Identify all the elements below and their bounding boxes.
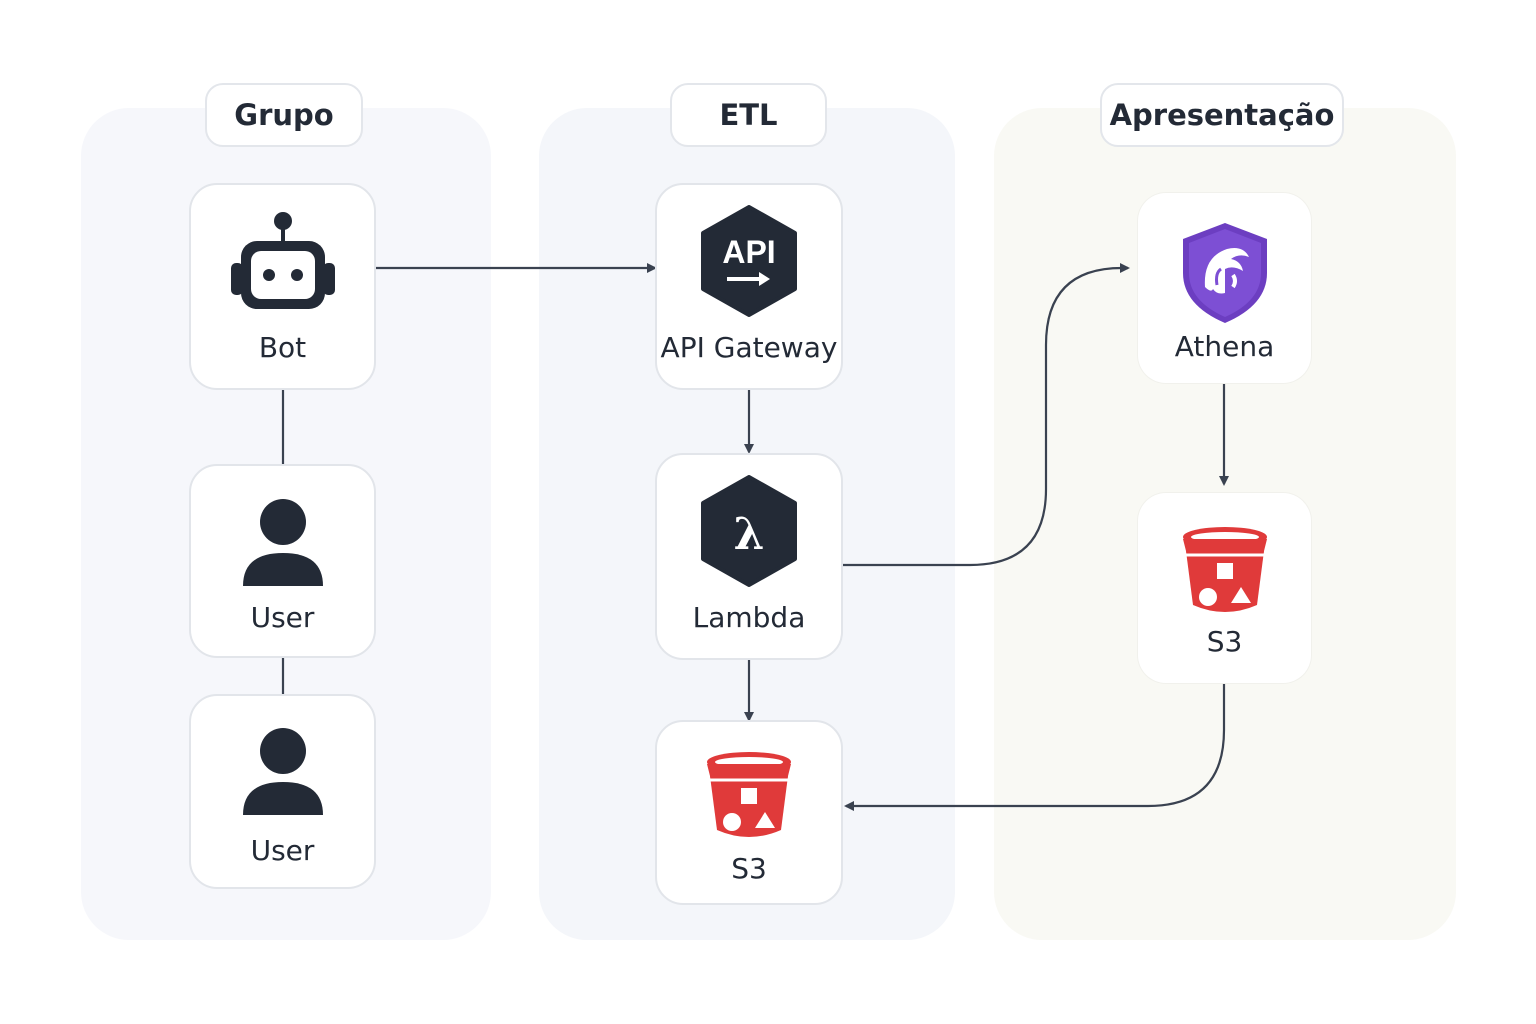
node-label: API Gateway	[660, 331, 838, 364]
node-label: Bot	[258, 331, 307, 364]
node-athena[interactable]: Athena	[1138, 193, 1311, 383]
node-user[interactable]: User	[189, 694, 376, 889]
api-gateway-icon: API	[697, 205, 801, 317]
s3-bucket-icon	[705, 750, 793, 842]
lane-label-etl: ETL	[670, 83, 827, 147]
user-icon	[241, 498, 325, 588]
node-label: S3	[1206, 625, 1243, 658]
node-label: User	[250, 601, 315, 634]
lane-label-apresentacao: Apresentação	[1100, 83, 1344, 147]
node-bot[interactable]: Bot	[189, 183, 376, 390]
node-lambda[interactable]: λ Lambda	[655, 453, 843, 660]
node-label: User	[250, 834, 315, 867]
robot-icon	[229, 211, 337, 311]
api-gateway-icon-text: API	[722, 234, 775, 270]
lambda-icon: λ	[697, 475, 801, 587]
athena-icon	[1177, 221, 1273, 325]
node-user[interactable]: User	[189, 464, 376, 658]
node-label: Lambda	[692, 601, 806, 634]
node-s3[interactable]: S3	[655, 720, 843, 905]
node-label: Athena	[1174, 330, 1275, 363]
node-s3[interactable]: S3	[1138, 493, 1311, 683]
node-label: S3	[731, 852, 767, 885]
lane-label-grupo: Grupo	[205, 83, 363, 147]
user-icon	[241, 727, 325, 817]
node-api-gateway[interactable]: API API Gateway	[655, 183, 843, 390]
lambda-icon-text: λ	[734, 509, 765, 560]
s3-bucket-icon	[1181, 525, 1269, 617]
